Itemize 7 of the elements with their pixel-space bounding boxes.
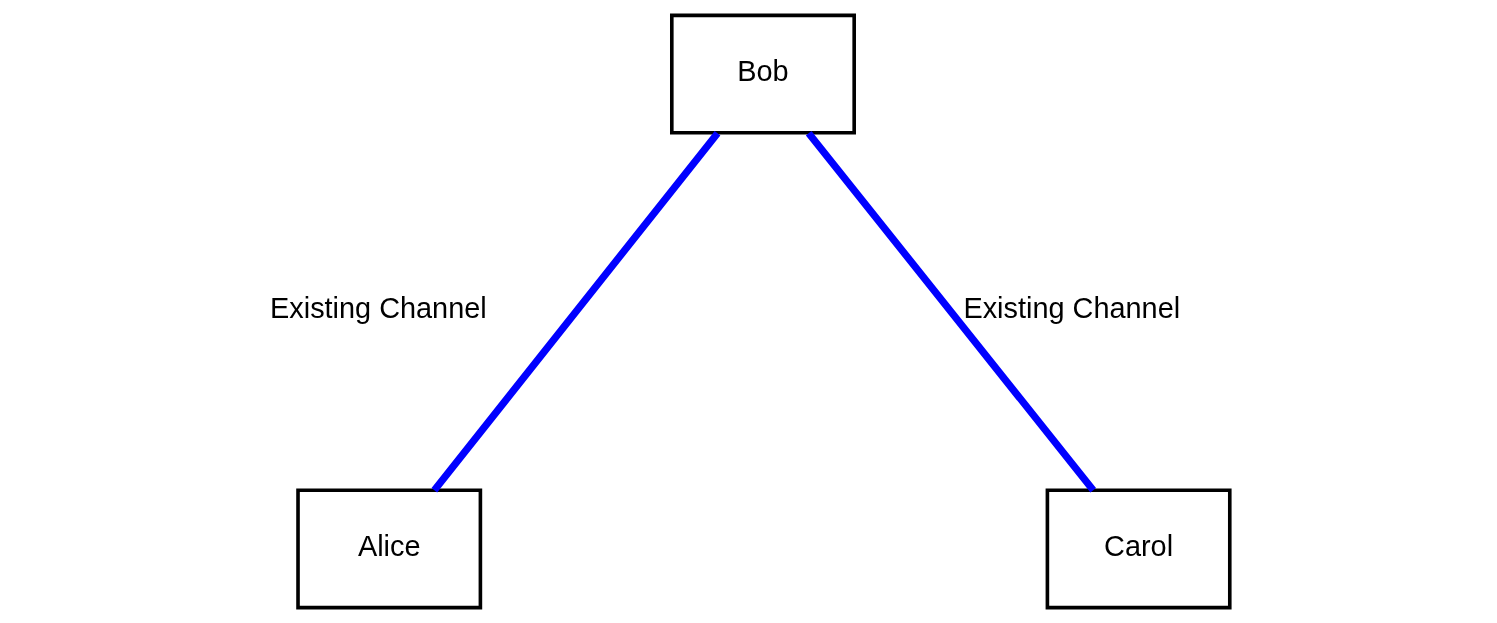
edge-label: Existing Channel [962,292,1180,325]
node-box: Alice [295,488,482,610]
node-box: Bob [669,13,856,135]
connector [805,130,1096,493]
node-box: Carol [1045,488,1232,610]
connector [431,130,720,493]
edge-label: Existing Channel [269,292,487,325]
